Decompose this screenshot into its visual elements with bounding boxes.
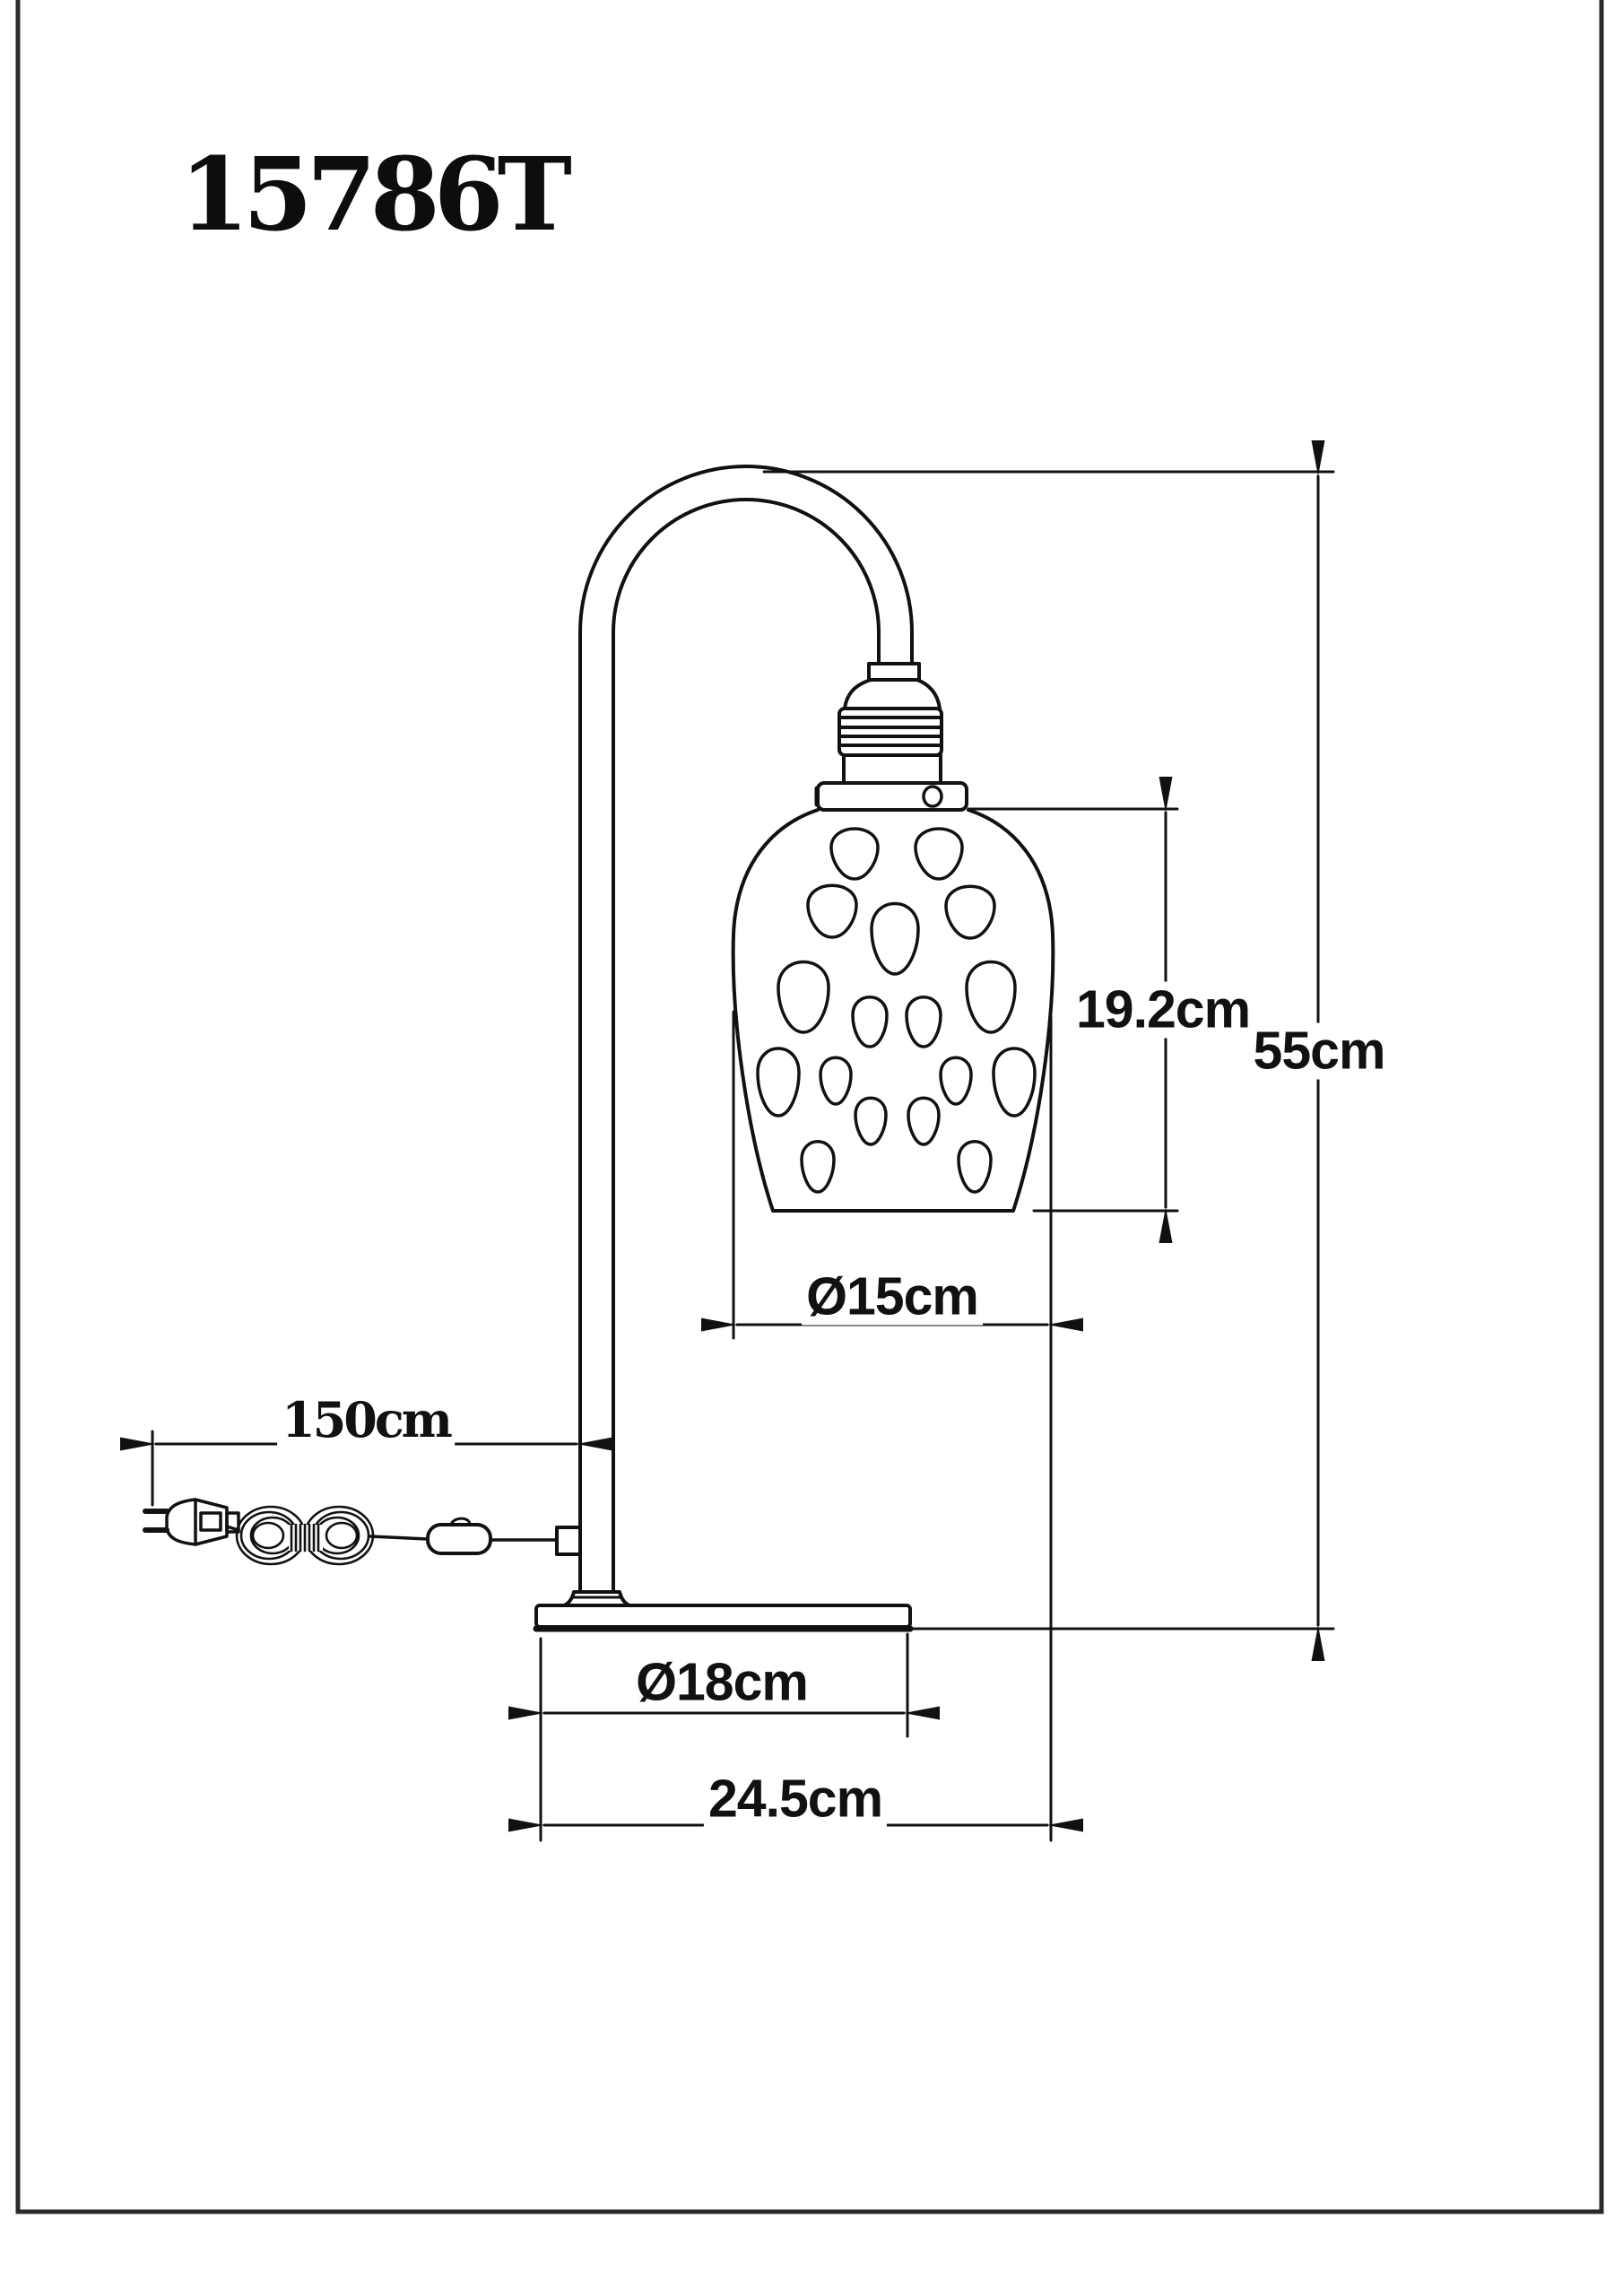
mount-screw-hole (922, 785, 943, 808)
power-cord (225, 1525, 559, 1542)
socket-threads (838, 707, 943, 757)
socket-cap (843, 678, 942, 710)
base-diameter-label: Ø18cm (631, 1654, 812, 1711)
socket-collar (867, 662, 921, 682)
shade-diameter-label: Ø15cm (802, 1268, 983, 1326)
shade-mount-plate (814, 781, 968, 812)
lamp-shade (731, 808, 1055, 1213)
total-height-label: 55cm (1248, 1022, 1390, 1080)
lamp-base (533, 1604, 914, 1632)
extension-lines (151, 470, 1335, 1842)
socket-body (842, 753, 942, 785)
cord-coil (235, 1505, 375, 1566)
model-number-label: 15786T (179, 136, 572, 254)
lamp-arm (578, 465, 914, 665)
shade-holes (756, 827, 1037, 1194)
inline-switch (426, 1517, 492, 1555)
cord-junction-box (555, 1526, 582, 1556)
page-border (15, 0, 1604, 2214)
cord-length-label: 150cm (277, 1394, 455, 1446)
lamp-pole (578, 631, 615, 1594)
power-plug (143, 1498, 240, 1546)
base-depth-label: 24.5cm (703, 1770, 888, 1828)
shade-height-label: 19.2cm (1071, 981, 1255, 1039)
pole-foot (562, 1590, 631, 1607)
